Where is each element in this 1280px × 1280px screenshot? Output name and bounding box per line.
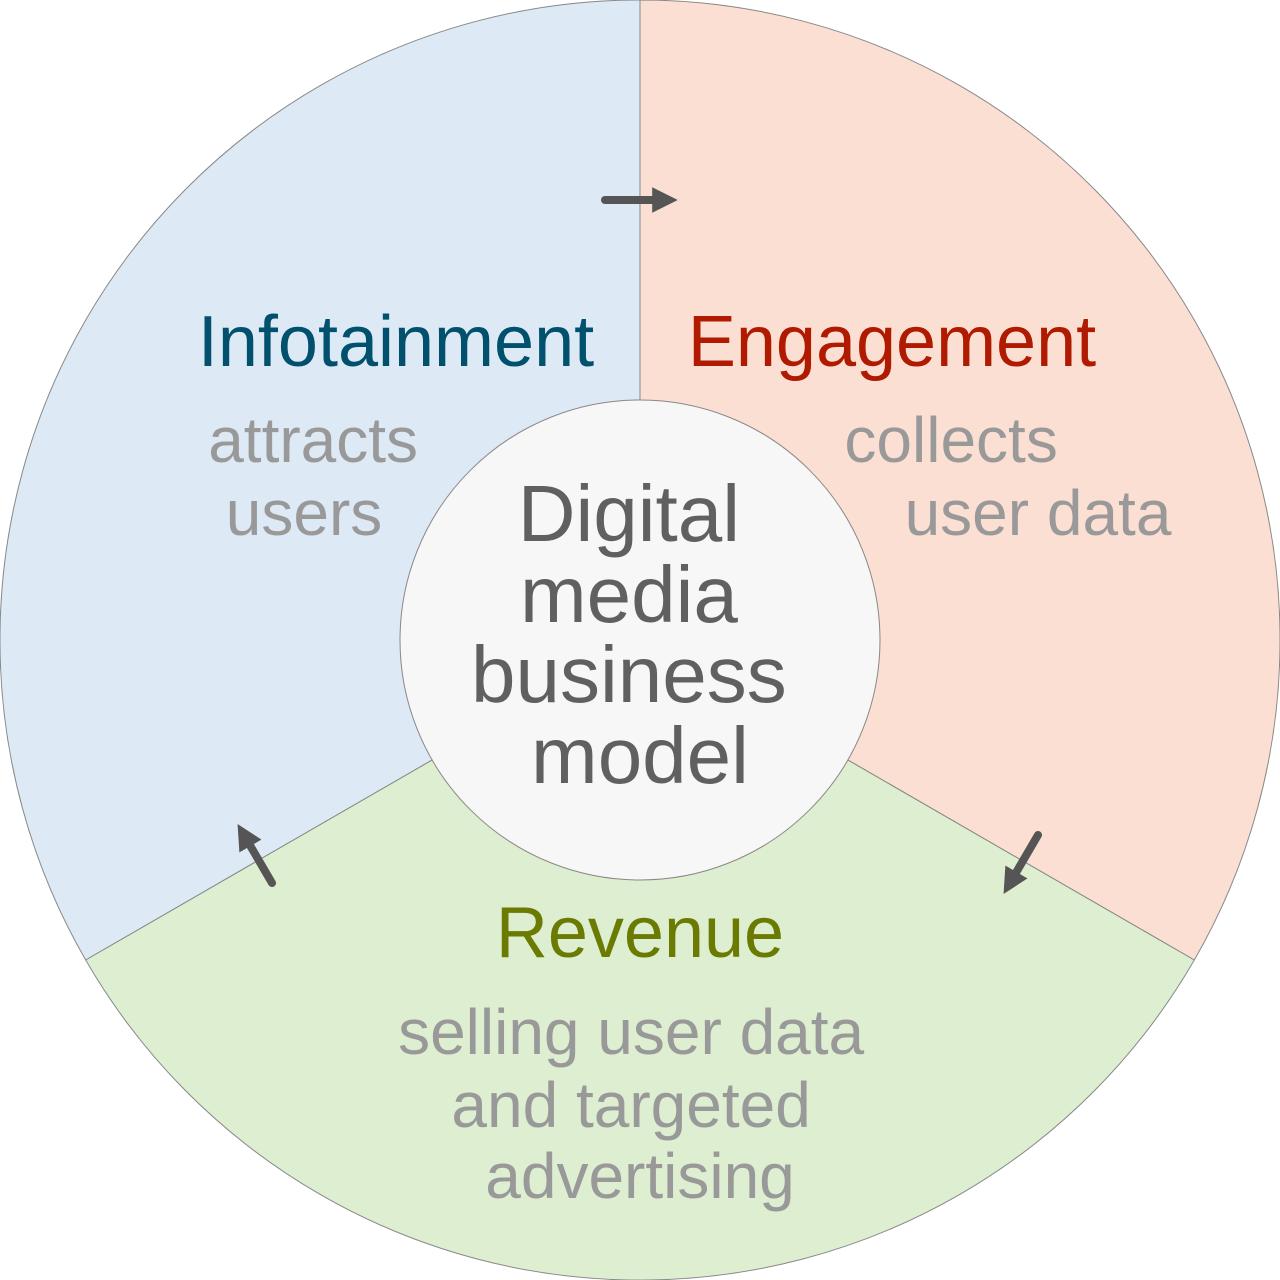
center-title-line: business: [471, 630, 787, 719]
center-title: Digital media business model: [471, 469, 809, 800]
center-circle: [399, 399, 881, 881]
center-title-line: model: [531, 711, 749, 800]
revenue-segment: [85, 639, 1195, 1280]
center-title-line: Digital: [518, 469, 740, 558]
infotainment-subtitle-line: attracts: [208, 404, 418, 476]
engagement-subtitle-line: collects: [844, 404, 1057, 476]
revenue-subtitle-line: selling user data: [398, 996, 864, 1068]
revenue-subtitle-line: advertising: [485, 1140, 795, 1212]
arrow-down-left-icon: [1003, 831, 1042, 895]
infotainment-subtitle-line: users: [226, 477, 383, 549]
revenue-subtitle: selling user data and targeted advertisi…: [398, 996, 882, 1212]
revenue-title: Revenue: [496, 893, 784, 973]
infotainment-subtitle: attracts users: [208, 404, 436, 549]
arrow-up-left-icon: [237, 823, 276, 887]
engagement-subtitle: collects user data: [844, 404, 1171, 549]
engagement-subtitle-line: user data: [905, 477, 1172, 549]
center-title-line: media: [520, 550, 738, 639]
revenue-subtitle-line: and targeted: [451, 1069, 810, 1141]
infotainment-title: Infotainment: [198, 302, 594, 382]
engagement-title: Engagement: [688, 302, 1096, 382]
